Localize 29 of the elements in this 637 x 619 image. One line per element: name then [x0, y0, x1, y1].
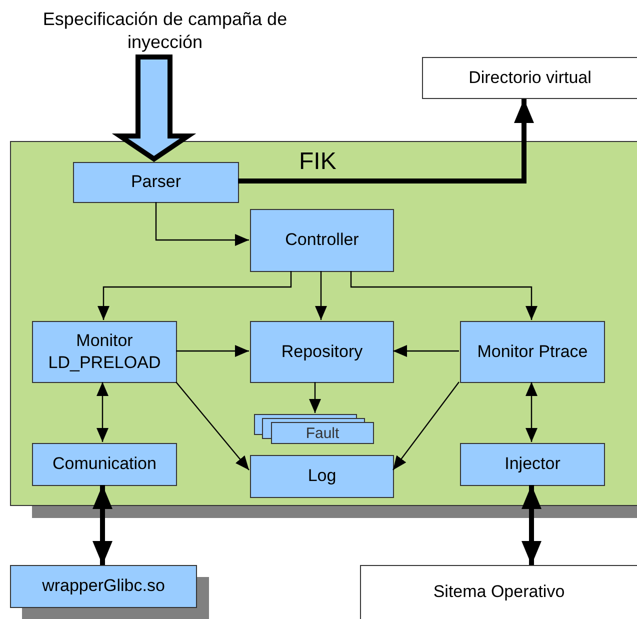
arrow — [392, 382, 460, 470]
document-label: Fault — [306, 426, 340, 440]
process-box: Injector — [460, 443, 605, 486]
arrow — [155, 202, 249, 246]
directory-box: Directorio virtual — [422, 57, 637, 99]
process-box: Monitor LD_PRELOAD — [32, 321, 177, 383]
container-title: FIK — [299, 148, 336, 177]
process-box: Parser — [73, 162, 239, 203]
arrow — [350, 271, 538, 320]
os-box: Sitema Operativo — [360, 565, 637, 619]
process-box: Monitor Ptrace — [460, 321, 605, 383]
process-box: Controller — [250, 209, 394, 272]
arrow — [393, 345, 459, 357]
arrow — [98, 271, 292, 320]
process-box: Log — [250, 455, 394, 498]
arrow — [315, 271, 327, 320]
arrow — [309, 382, 321, 413]
arrow — [176, 382, 250, 470]
process-box: Repository — [250, 321, 394, 383]
document-stack — [254, 414, 374, 444]
arrow — [176, 345, 249, 357]
double-arrow — [96, 382, 108, 442]
process-box: Comunication — [32, 443, 177, 486]
input-label: Especificación de campaña de inyección — [30, 6, 300, 56]
double-arrow — [92, 485, 112, 565]
double-arrow — [522, 485, 542, 565]
block-arrow — [112, 54, 196, 162]
double-arrow — [526, 382, 538, 442]
arrow — [238, 99, 534, 184]
